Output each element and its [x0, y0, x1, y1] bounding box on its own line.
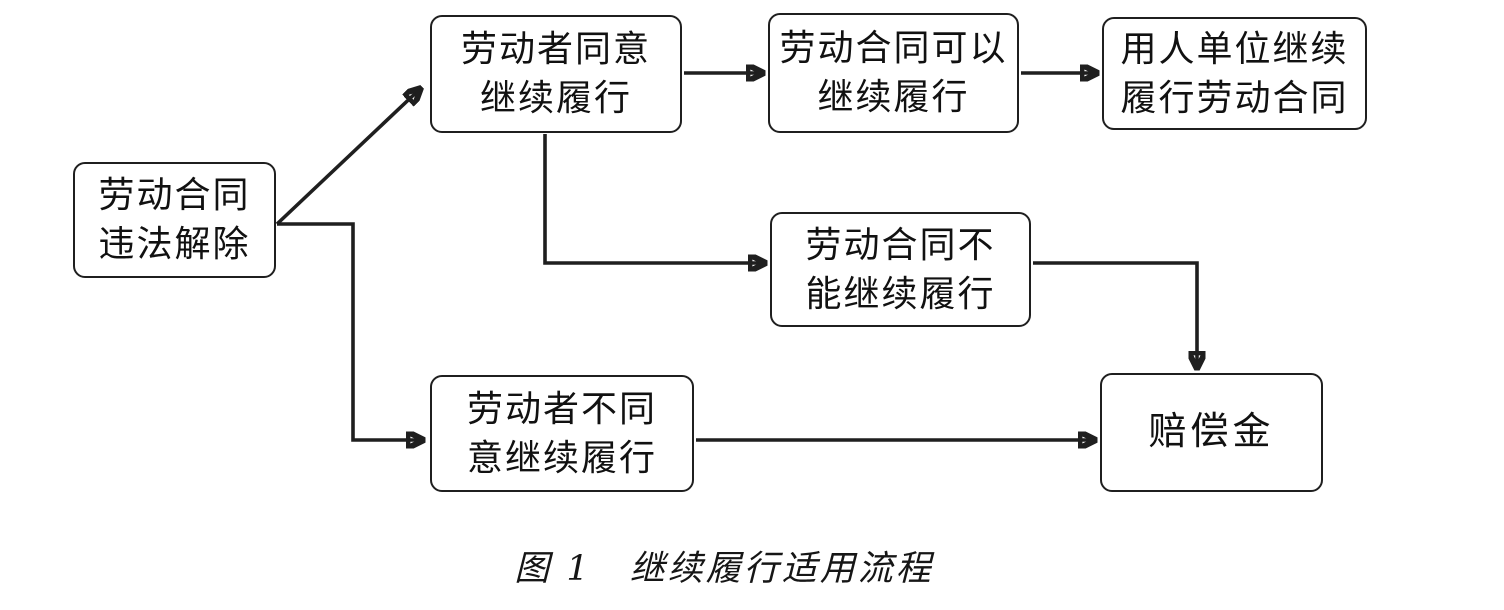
- connector-cannot-to-compensation: [1033, 261, 1197, 369]
- node-worker-agrees: 劳动者同意 继续履行: [430, 15, 682, 133]
- node-label: 劳动者不同 意继续履行: [466, 387, 657, 478]
- node-illegal-termination: 劳动合同 违法解除: [73, 162, 276, 278]
- connector-illegal-to-disagree: [277, 222, 424, 440]
- connector-agree-to-cannot: [543, 134, 766, 263]
- node-contract-cannot-continue: 劳动合同不 能继续履行: [770, 212, 1031, 327]
- node-employer-continues: 用人单位继续 履行劳动合同: [1102, 17, 1367, 130]
- node-worker-disagrees: 劳动者不同 意继续履行: [430, 375, 694, 492]
- connector-illegal-to-agree: [275, 88, 421, 226]
- node-label: 劳动合同 违法解除: [98, 174, 251, 264]
- node-label: 劳动合同不 能继续履行: [805, 223, 996, 314]
- node-compensation: 赔偿金: [1100, 373, 1323, 492]
- node-contract-can-continue: 劳动合同可以 继续履行: [768, 13, 1019, 133]
- node-label: 用人单位继续 履行劳动合同: [1120, 27, 1349, 118]
- figure-caption: 图 1 继续履行适用流程: [514, 549, 934, 589]
- node-label: 劳动合同可以 继续履行: [779, 27, 1008, 117]
- node-label: 劳动者同意 继续履行: [460, 28, 651, 118]
- node-label: 赔偿金: [1148, 410, 1275, 453]
